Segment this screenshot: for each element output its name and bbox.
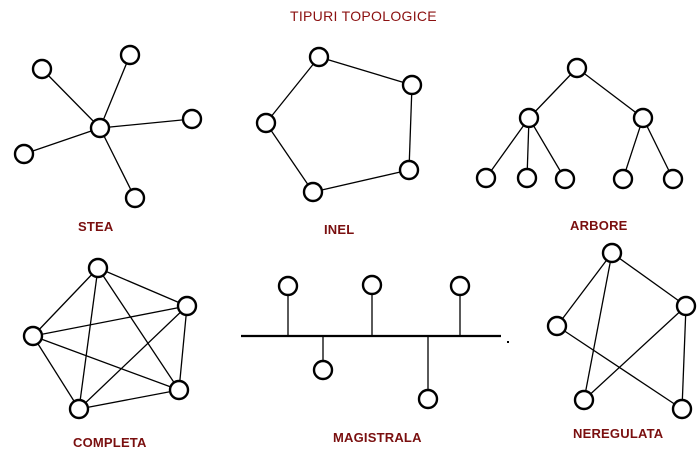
tree-leaf-node: [516, 167, 538, 189]
tree-edge: [622, 117, 644, 180]
star-topology-diagram: [13, 44, 203, 209]
bus-end-dot: [507, 341, 509, 343]
irregular-topology-diagram: [546, 242, 697, 420]
complete-topology-label: COMPLETA: [73, 435, 147, 450]
bus-topology-label: MAGISTRALA: [333, 430, 422, 445]
complete-node: [22, 325, 44, 347]
irregular-node: [601, 242, 623, 264]
star-hub-node: [89, 117, 111, 139]
star-edge: [99, 127, 136, 199]
star-topology-label: STEA: [78, 219, 114, 234]
star-edge: [99, 118, 193, 129]
ring-node: [401, 74, 423, 96]
ring-node: [398, 159, 420, 181]
irregular-edge: [583, 305, 687, 401]
ring-edge: [265, 56, 320, 124]
ring-edge: [312, 169, 410, 193]
complete-edge: [78, 267, 99, 410]
tree-root-node: [566, 57, 588, 79]
complete-node: [176, 295, 198, 317]
irregular-node: [671, 398, 693, 420]
ring-edge: [408, 84, 413, 171]
ring-edge: [318, 56, 413, 86]
tree-edge: [528, 67, 578, 119]
bus-node: [277, 275, 299, 297]
complete-edge: [78, 389, 180, 410]
complete-edge: [32, 335, 180, 391]
complete-edge: [97, 267, 188, 307]
ring-topology-label: INEL: [324, 222, 355, 237]
tree-node: [518, 107, 540, 129]
ring-edge: [265, 122, 314, 193]
complete-edge: [32, 305, 188, 337]
bus-node: [417, 388, 439, 410]
tree-edge: [576, 67, 644, 119]
complete-node: [87, 257, 109, 279]
star-edge: [41, 68, 101, 129]
complete-edge: [32, 267, 99, 337]
tree-leaf-node: [662, 168, 684, 190]
bus-topology-diagram: [241, 274, 509, 410]
tree-leaf-node: [554, 168, 576, 190]
ring-node: [302, 181, 324, 203]
complete-edge: [178, 305, 188, 391]
star-edge: [99, 54, 131, 129]
star-edge: [23, 127, 101, 155]
irregular-node: [546, 315, 568, 337]
tree-leaf-node: [612, 168, 634, 190]
bus-node: [312, 359, 334, 381]
complete-edge: [32, 335, 80, 410]
irregular-topology-label: NEREGULATA: [573, 426, 664, 441]
irregular-node: [573, 389, 595, 411]
complete-topology-diagram: [22, 257, 198, 420]
diagram-title: TIPURI TOPOLOGICE: [290, 8, 437, 24]
bus-node: [361, 274, 383, 296]
star-node: [124, 187, 146, 209]
complete-node: [168, 379, 190, 401]
ring-node: [255, 112, 277, 134]
tree-topology-diagram: [475, 57, 684, 190]
bus-node: [449, 275, 471, 297]
star-node: [181, 108, 203, 130]
irregular-node: [675, 295, 697, 317]
ring-node: [308, 46, 330, 68]
tree-leaf-node: [475, 167, 497, 189]
irregular-edge: [681, 305, 687, 410]
irregular-edge: [583, 252, 613, 401]
star-node: [13, 143, 35, 165]
tree-topology-label: ARBORE: [570, 218, 628, 233]
tree-edge: [528, 117, 566, 180]
complete-edge: [78, 305, 188, 410]
star-node: [31, 58, 53, 80]
irregular-edge: [556, 252, 613, 327]
tree-edge: [485, 117, 530, 179]
tree-node: [632, 107, 654, 129]
irregular-edge: [611, 252, 687, 307]
star-node: [119, 44, 141, 66]
tree-edge: [642, 117, 674, 180]
ring-topology-diagram: [255, 46, 423, 203]
complete-edge: [97, 267, 180, 391]
complete-node: [68, 398, 90, 420]
